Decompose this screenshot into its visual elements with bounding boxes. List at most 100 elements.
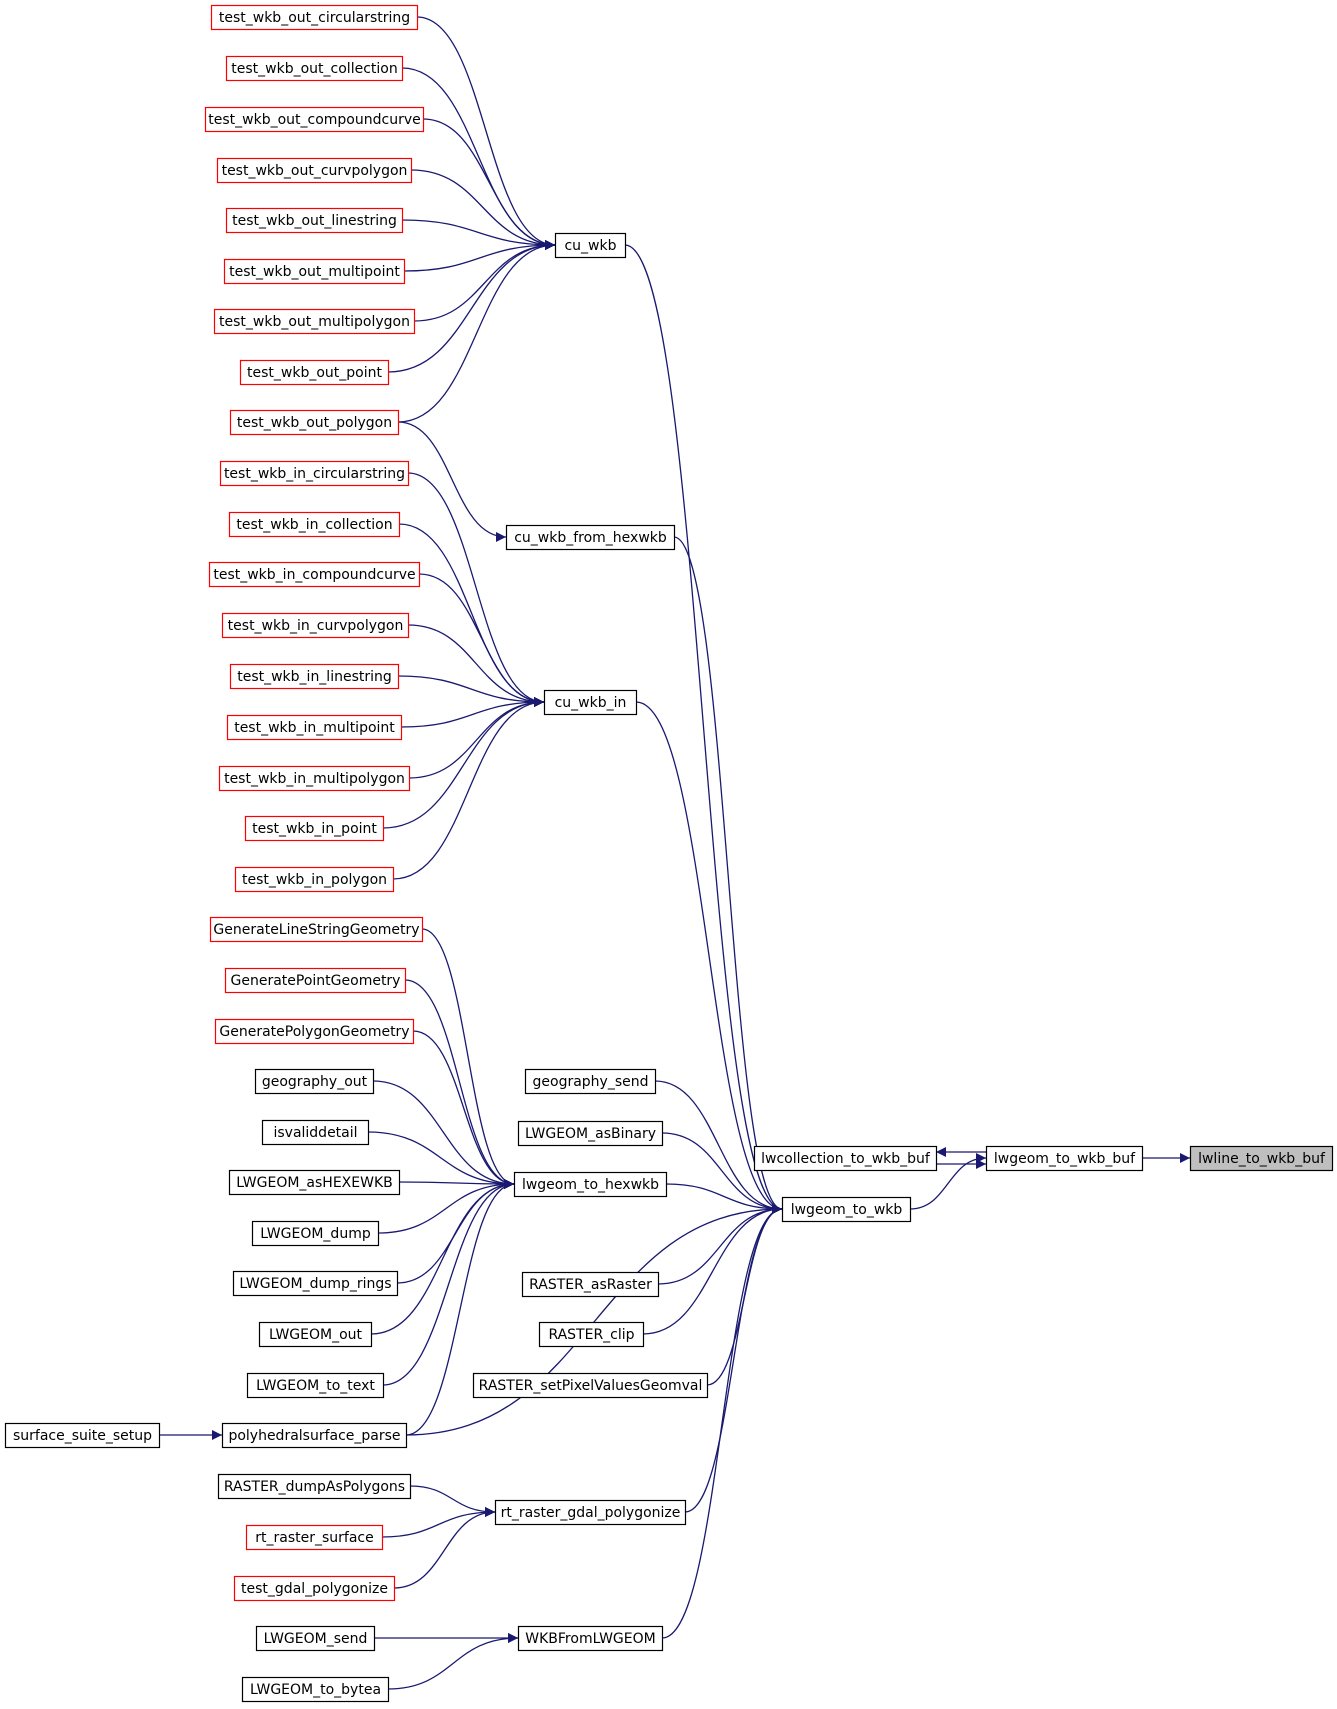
node-lwgeom-to-hexwkb[interactable]: lwgeom_to_hexwkb [513,1171,668,1198]
node-test-wkb-in-point[interactable]: test_wkb_in_point [244,815,385,842]
node-label: rt_raster_gdal_polygonize [501,1505,681,1521]
node-test-wkb-out-curvpolygon[interactable]: test_wkb_out_curvpolygon [216,157,413,184]
node-raster-asraster[interactable]: RASTER_asRaster [521,1271,660,1298]
edge-lwgeom-to-hexwkb-to-lwgeom-to-wkb [665,1183,783,1214]
node-test-wkb-out-compoundcurve[interactable]: test_wkb_out_compoundcurve [204,106,425,133]
node-label: LWGEOM_dump [260,1226,371,1242]
node-lwgeom-dump[interactable]: LWGEOM_dump [251,1220,380,1247]
edge-wkbfromlwgeom-to-lwgeom-to-wkb [661,1204,783,1639]
node-box [251,1220,380,1247]
node-test-wkb-in-collection[interactable]: test_wkb_in_collection [228,511,401,538]
edge-line [661,1132,783,1214]
node-test-wkb-out-polygon[interactable]: test_wkb_out_polygon [229,409,400,436]
node-test-wkb-in-circularstring[interactable]: test_wkb_in_circularstring [219,460,410,487]
edge-line [382,697,545,829]
edge-line [409,1485,496,1517]
node-geography-send[interactable]: geography_send [524,1068,657,1095]
node-test-gdal-polygonize[interactable]: test_gdal_polygonize [233,1575,396,1602]
edge-test-wkb-in-collection-to-cu-wkb-in [398,523,545,707]
node-box [258,1321,373,1348]
edge-line [657,1204,783,1285]
edge-line [673,536,783,1214]
edge-line [398,1178,515,1189]
edge-line [397,675,545,707]
node-box [221,612,410,639]
node-box [219,460,410,487]
node-box [254,1068,375,1095]
edge-line [372,1080,515,1189]
edge-test-wkb-out-point-to-cu-wkb [387,240,556,373]
edge-lwgeom-ashexewkb-to-lwgeom-to-hexwkb [398,1178,515,1189]
node-lwgeom-send[interactable]: LWGEOM_send [255,1625,376,1652]
node-box [261,1119,370,1146]
node-generatelinestringgeometry[interactable]: GenerateLineStringGeometry [209,916,424,943]
node-label: LWGEOM_to_text [256,1378,375,1394]
node-box [524,1068,657,1095]
node-lwgeom-to-wkb[interactable]: lwgeom_to_wkb [781,1196,912,1223]
node-raster-clip[interactable]: RASTER_clip [538,1321,645,1348]
edge-line [684,1204,783,1513]
node-box [223,258,406,285]
node-label: test_wkb_out_multipolygon [219,314,410,330]
node-cu-wkb-from-hexwkb[interactable]: cu_wkb_from_hexwkb [505,524,676,551]
node-lwcollection-to-wkb-buf[interactable]: lwcollection_to_wkb_buf [753,1145,938,1172]
node-surface-suite-setup[interactable]: surface_suite_setup [4,1422,161,1449]
edge-line [387,240,556,373]
node-isvaliddetail[interactable]: isvaliddetail [261,1119,370,1146]
node-lwgeom-to-text[interactable]: LWGEOM_to_text [246,1372,385,1399]
node-label: isvaliddetail [273,1125,357,1141]
node-lwgeom-to-bytea[interactable]: LWGEOM_to_bytea [241,1676,390,1703]
node-lwgeom-out[interactable]: LWGEOM_out [258,1321,373,1348]
node-lwgeom-ashexewkb[interactable]: LWGEOM_asHEXEWKB [228,1169,401,1196]
node-raster-dumpaspolygons[interactable]: RASTER_dumpAsPolygons [217,1473,412,1500]
node-label: lwgeom_to_hexwkb [522,1177,659,1193]
node-test-wkb-in-compoundcurve[interactable]: test_wkb_in_compoundcurve [208,561,421,588]
node-lwgeom-asbinary[interactable]: LWGEOM_asBinary [517,1120,664,1147]
node-box [210,4,419,31]
edge-test-wkb-in-circularstring-to-cu-wkb-in [407,472,545,707]
node-test-wkb-out-multipolygon[interactable]: test_wkb_out_multipolygon [213,308,416,335]
node-lwgeom-to-wkb-buf[interactable]: lwgeom_to_wkb_buf [985,1145,1144,1172]
edge-line [410,169,556,250]
node-raster-setpixelvaluesgeomval[interactable]: RASTER_setPixelValuesGeomval [472,1372,709,1399]
node-test-wkb-in-multipoint[interactable]: test_wkb_in_multipoint [226,714,403,741]
node-label: cu_wkb_in [555,695,627,711]
node-geography-out[interactable]: geography_out [254,1068,375,1095]
node-test-wkb-in-linestring[interactable]: test_wkb_in_linestring [229,663,400,690]
edge-test-wkb-in-polygon-to-cu-wkb-in [392,697,545,880]
node-label: lwline_to_wkb_buf [1198,1151,1326,1167]
edge-raster-clip-to-lwgeom-to-wkb [642,1204,783,1335]
node-generatepolygongeometry[interactable]: GeneratePolygonGeometry [214,1018,415,1045]
edge-generatepointgeometry-to-lwgeom-to-hexwkb [404,979,515,1189]
node-test-wkb-in-polygon[interactable]: test_wkb_in_polygon [234,866,395,893]
node-polyhedralsurface-parse[interactable]: polyhedralsurface_parse [221,1422,408,1449]
edge-line [909,1153,987,1210]
edge-line [367,1131,515,1189]
node-lwgeom-dump-rings[interactable]: LWGEOM_dump_rings [232,1270,399,1297]
node-rt-raster-surface[interactable]: rt_raster_surface [245,1524,384,1551]
node-test-wkb-out-multipoint[interactable]: test_wkb_out_multipoint [223,258,406,285]
node-cu-wkb[interactable]: cu_wkb [554,232,627,259]
node-cu-wkb-in[interactable]: cu_wkb_in [543,689,638,716]
node-test-wkb-out-circularstring[interactable]: test_wkb_out_circularstring [210,4,419,31]
node-label: test_wkb_in_compoundcurve [213,567,415,583]
node-box [234,866,395,893]
node-rt-raster-gdal-polygonize[interactable]: rt_raster_gdal_polygonize [494,1499,687,1526]
node-test-wkb-in-multipolygon[interactable]: test_wkb_in_multipolygon [218,765,411,792]
node-wkbfromlwgeom[interactable]: WKBFromLWGEOM [517,1625,664,1652]
node-test-wkb-out-linestring[interactable]: test_wkb_out_linestring [225,207,404,234]
node-generatepointgeometry[interactable]: GeneratePointGeometry [224,967,407,994]
edge-polyhedralsurface-parse-to-lwgeom-to-hexwkb [405,1179,515,1436]
edge-line [401,219,556,250]
node-label: RASTER_asRaster [529,1277,652,1293]
edges [159,16,1190,1690]
edge-test-wkb-out-collection-to-cu-wkb [401,67,556,250]
node-box [554,232,627,259]
node-label: LWGEOM_out [269,1327,363,1343]
node-label: test_wkb_in_circularstring [224,466,405,482]
node-test-wkb-out-point[interactable]: test_wkb_out_point [239,359,390,386]
node-box [232,1270,399,1297]
edge-line [421,928,515,1189]
node-test-wkb-in-curvpolygon[interactable]: test_wkb_in_curvpolygon [221,612,410,639]
node-test-wkb-out-collection[interactable]: test_wkb_out_collection [225,55,404,82]
